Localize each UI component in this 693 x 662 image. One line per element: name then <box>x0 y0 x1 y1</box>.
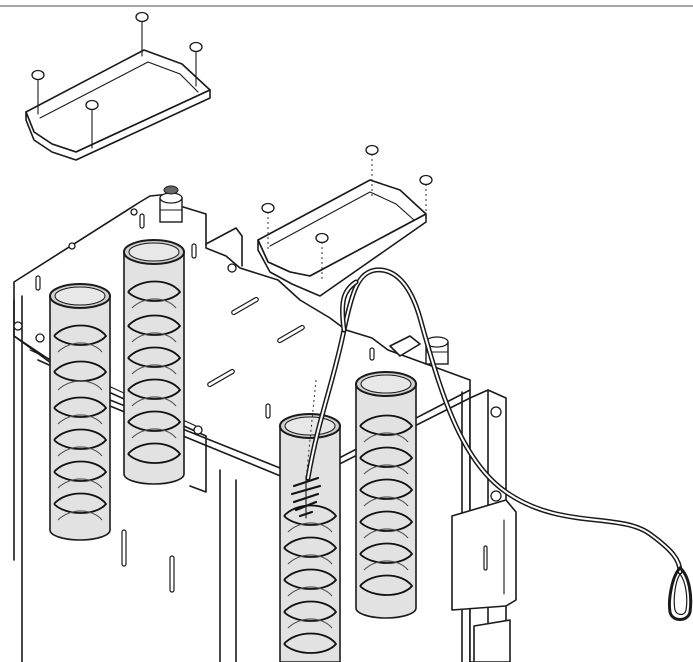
cover-plate-upper-left <box>25 11 211 161</box>
side-bracket <box>451 389 517 662</box>
flexible-cable <box>305 267 683 575</box>
heating-coil-tube <box>49 283 111 541</box>
cover-plate-upper-right <box>205 144 433 297</box>
mounting-screw-icon <box>365 144 379 196</box>
ventilation-slot <box>139 213 145 229</box>
mounting-hole <box>227 263 237 273</box>
cable-clip <box>389 335 421 357</box>
mounting-hole <box>13 321 23 331</box>
heating-coil-tube <box>123 239 185 485</box>
ventilation-slot <box>35 275 41 291</box>
mounting-screw-icon <box>419 174 433 222</box>
mounting-screw-icon <box>135 11 149 57</box>
cable-gland-icon <box>159 185 183 223</box>
mounting-hole <box>68 242 76 250</box>
heating-coil-tube <box>355 371 417 619</box>
mounting-hole <box>35 333 45 343</box>
ventilation-slot <box>277 324 305 344</box>
ventilation-slot <box>231 296 259 316</box>
ventilation-slot <box>265 403 271 419</box>
ventilation-slot <box>121 529 127 567</box>
mounting-screw-icon <box>261 202 275 250</box>
cable-loop-handle-icon <box>668 565 693 621</box>
ventilation-slot <box>169 555 175 593</box>
mounting-screw-icon <box>85 99 99 149</box>
ventilation-slot <box>369 347 375 361</box>
mounting-screw-icon <box>189 41 203 87</box>
ventilation-slot <box>207 368 235 388</box>
heating-coil-tube <box>279 413 341 662</box>
ventilation-slot <box>191 243 197 259</box>
mounting-hole <box>130 208 138 216</box>
mounting-screw-icon <box>31 69 45 115</box>
mounting-hole <box>193 425 203 435</box>
mounting-screw-icon <box>315 232 329 282</box>
cleaning-brush-icon <box>290 379 322 519</box>
